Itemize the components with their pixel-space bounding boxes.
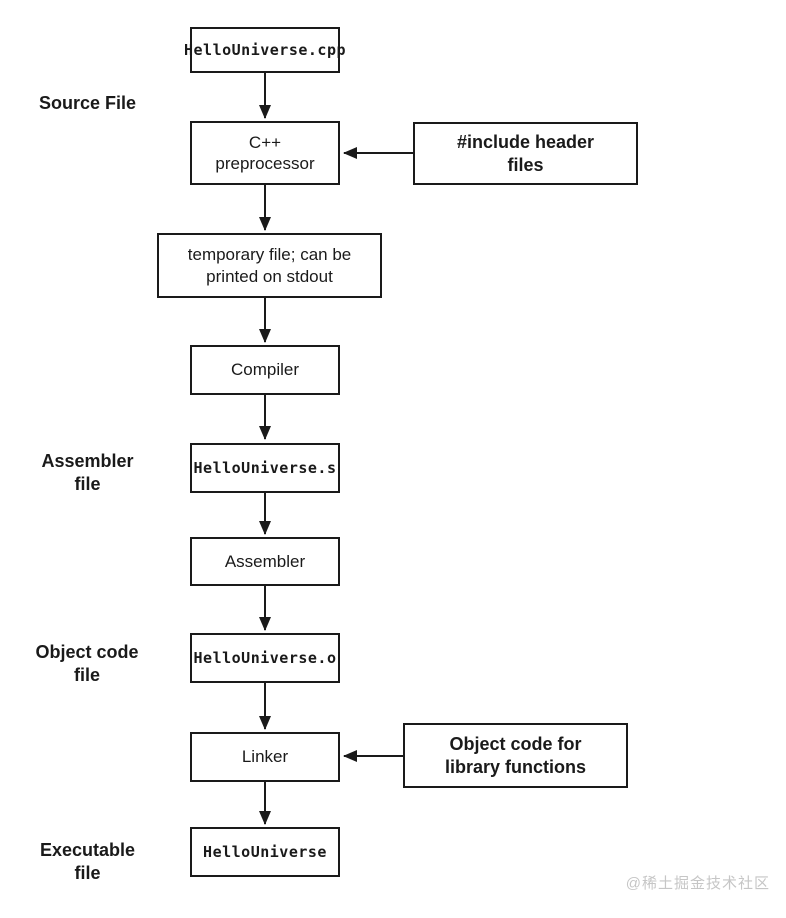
node-preprocessor: C++ preprocessor — [190, 121, 340, 185]
stage-label-object-code-file: Object code file — [35, 642, 139, 686]
node-library-object-code: Object code for library functions — [403, 723, 628, 788]
stage-label-executable-file: Executable file — [39, 840, 136, 884]
node-assembly-file: HelloUniverse.s — [190, 443, 340, 493]
node-linker: Linker — [190, 732, 340, 782]
node-assembler: Assembler — [190, 537, 340, 586]
node-source-file: HelloUniverse.cpp — [184, 27, 346, 73]
node-executable-file: HelloUniverse — [190, 827, 340, 877]
node-include-headers: #include header files — [413, 122, 638, 185]
stage-label-source-file: Source File — [38, 93, 137, 113]
node-temp-file: temporary file; can be printed on stdout — [157, 233, 382, 298]
stage-label-assembler-file: Assembler file — [41, 451, 134, 495]
node-object-file: HelloUniverse.o — [190, 633, 340, 683]
node-compiler: Compiler — [190, 345, 340, 395]
watermark: @稀土掘金技术社区 — [625, 875, 770, 892]
